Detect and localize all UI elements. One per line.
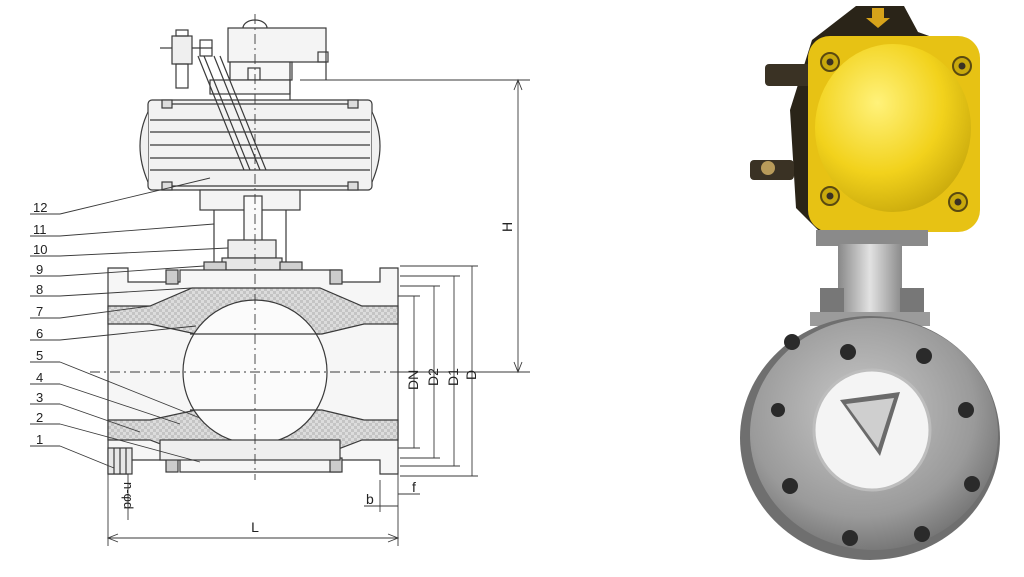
arrow-down-icon [866, 8, 890, 28]
part-label: 6 [36, 326, 43, 341]
dim-d1-label: D1 [445, 368, 461, 386]
mount-bracket [810, 230, 930, 326]
valve-photo [740, 6, 1000, 560]
center-lines [90, 14, 410, 480]
dim-b-label: b [366, 491, 374, 507]
part-label: 5 [36, 348, 43, 363]
part-label: 12 [33, 200, 47, 215]
part-label: 7 [36, 304, 43, 319]
part-label: 3 [36, 390, 43, 405]
dim-h-label: H [499, 222, 515, 232]
dim-d2-label: D2 [425, 368, 441, 386]
filter-regulator [160, 29, 213, 89]
bracket-stem [199, 189, 303, 293]
dim-f-label: f [412, 479, 416, 495]
positioner-box [209, 19, 329, 100]
part-label: 10 [33, 242, 47, 257]
part-label: 1 [36, 432, 43, 447]
valve-body-photo [740, 316, 1000, 560]
part-label: 11 [33, 222, 47, 237]
dim-bolt-label: n-φd [121, 482, 136, 509]
dim-dn-label: DN [405, 370, 421, 390]
dim-d-label: D [463, 370, 479, 380]
dimension-lines [106, 78, 530, 546]
leader-lines [30, 177, 229, 469]
dim-l-label: L [251, 519, 259, 535]
part-label: 8 [36, 282, 43, 297]
part-label: 2 [36, 410, 43, 425]
valve-body-drawing [107, 267, 399, 475]
part-label: 4 [36, 370, 43, 385]
part-labels: 12 11 10 9 8 7 6 5 4 3 2 1 [33, 200, 47, 447]
actuator-drawing [139, 55, 381, 191]
dimension-labels: H L DN D2 D1 D b f n-φd [121, 222, 515, 535]
part-label: 9 [36, 262, 43, 277]
technical-drawing [30, 14, 530, 546]
actuator-cover [808, 36, 980, 232]
